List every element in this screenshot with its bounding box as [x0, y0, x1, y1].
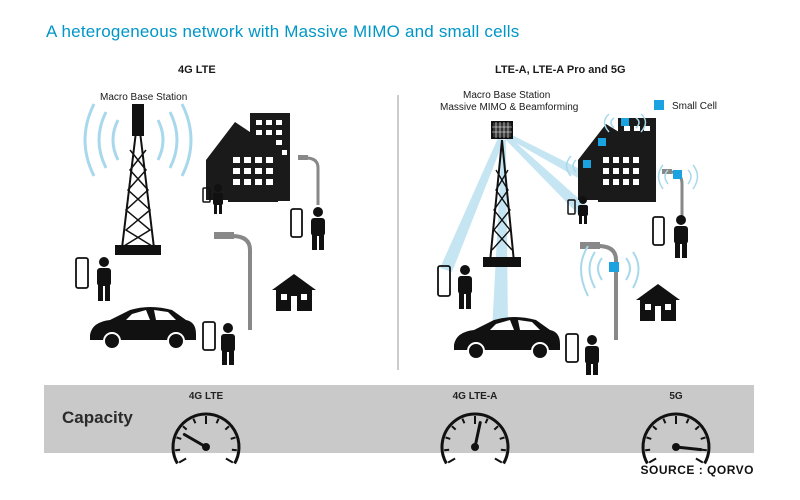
right-person-phone-4: [565, 333, 599, 375]
gauge-label-4g-lte-a: 4G LTE-A: [452, 391, 498, 402]
gauge-tick: [176, 436, 182, 440]
left-person-phone-2: [290, 207, 325, 250]
gauge-tick: [231, 448, 237, 452]
gauge-label-4g-lte: 4G LTE: [188, 391, 224, 402]
gauge-needle: [182, 433, 208, 449]
left-macro-tower: [115, 104, 161, 255]
gauge-tick: [648, 457, 657, 464]
gauge-tick: [225, 457, 234, 464]
left-panel-heading: 4G LTE: [178, 64, 216, 76]
gauge-tick: [500, 448, 506, 452]
gauge-tick: [646, 436, 652, 440]
gauge-tick: [484, 418, 489, 424]
right-macro-label-2: Massive MIMO & Beamforming: [440, 102, 579, 113]
mimo-beams: [440, 130, 586, 332]
right-house-icon: [636, 284, 680, 321]
left-street-lamp-small: [298, 155, 320, 205]
gauge-label-5g: 5G: [669, 391, 683, 402]
gauge-tick: [700, 436, 706, 440]
gauge-tick: [444, 448, 450, 452]
right-car-icon: [454, 317, 560, 360]
gauge-tick: [224, 425, 230, 431]
gauge-hub: [672, 443, 680, 451]
lamp-small-cell-2-waves: [580, 245, 640, 297]
gauge-5g: [641, 412, 711, 465]
gauge-needle: [473, 421, 482, 449]
left-macro-waves: [83, 103, 193, 177]
gauge-tick: [447, 457, 456, 464]
gauge-tick: [493, 425, 499, 431]
building-small-cell-waves: [565, 113, 647, 177]
left-street-lamp-large: [214, 232, 252, 330]
gauge-tick: [494, 457, 503, 464]
small-cell-legend-label: Small Cell: [672, 101, 718, 112]
gauge-4g-lte-a: [440, 412, 510, 465]
left-car-icon: [90, 307, 196, 350]
gauge-tick: [662, 418, 667, 424]
gauge-tick: [215, 418, 220, 424]
gauge-tick: [694, 425, 700, 431]
gauge-arc: [641, 412, 711, 465]
left-buildings-icon: [206, 113, 290, 202]
right-macro-label-1: Macro Base Station: [463, 90, 551, 101]
lamp-small-cell-1-waves: [657, 164, 699, 190]
right-person-phone-2: [652, 215, 688, 258]
building-small-cells: [583, 118, 629, 168]
gauge-hub: [202, 443, 210, 451]
gauge-tick: [499, 436, 505, 440]
right-macro-tower: [483, 121, 521, 267]
source-credit: SOURCE : QORVO: [640, 463, 754, 477]
right-person-phone-1: [567, 196, 588, 224]
capacity-label: Capacity: [62, 408, 133, 427]
gauge-4g-lte: [171, 412, 241, 465]
gauge-tick: [178, 457, 187, 464]
gauge-tick: [230, 436, 236, 440]
gauge-tick: [695, 457, 704, 464]
right-buildings-icon: [578, 118, 656, 202]
gauge-needle: [674, 445, 703, 452]
page-title: A heterogeneous network with Massive MIM…: [46, 22, 520, 41]
gauge-hub: [471, 443, 479, 451]
gauge-tick: [701, 448, 707, 452]
left-person-phone-1: [202, 184, 223, 214]
left-house-icon: [272, 274, 316, 311]
right-person-phone-3: [437, 265, 472, 309]
gauge-tick: [451, 425, 457, 431]
gauge-arc: [440, 412, 510, 465]
gauge-tick: [645, 448, 651, 452]
right-panel-heading: LTE-A, LTE-A Pro and 5G: [495, 64, 626, 76]
left-person-phone-4: [202, 321, 235, 365]
gauge-tick: [685, 418, 690, 424]
gauge-tick: [175, 448, 181, 452]
gauge-arc: [171, 412, 241, 465]
right-street-lamp-large: [580, 242, 618, 340]
gauge-tick: [652, 425, 658, 431]
capacity-band: [44, 385, 754, 453]
small-cell-legend-icon: [654, 100, 664, 110]
gauge-tick: [445, 436, 451, 440]
lamp-small-cell-2: [609, 262, 619, 272]
left-macro-label: Macro Base Station: [100, 92, 188, 103]
lamp-small-cell-1: [673, 170, 682, 179]
gauge-tick: [461, 418, 466, 424]
gauge-tick: [182, 425, 188, 431]
left-person-phone-3: [75, 257, 111, 301]
gauge-tick: [192, 418, 197, 424]
